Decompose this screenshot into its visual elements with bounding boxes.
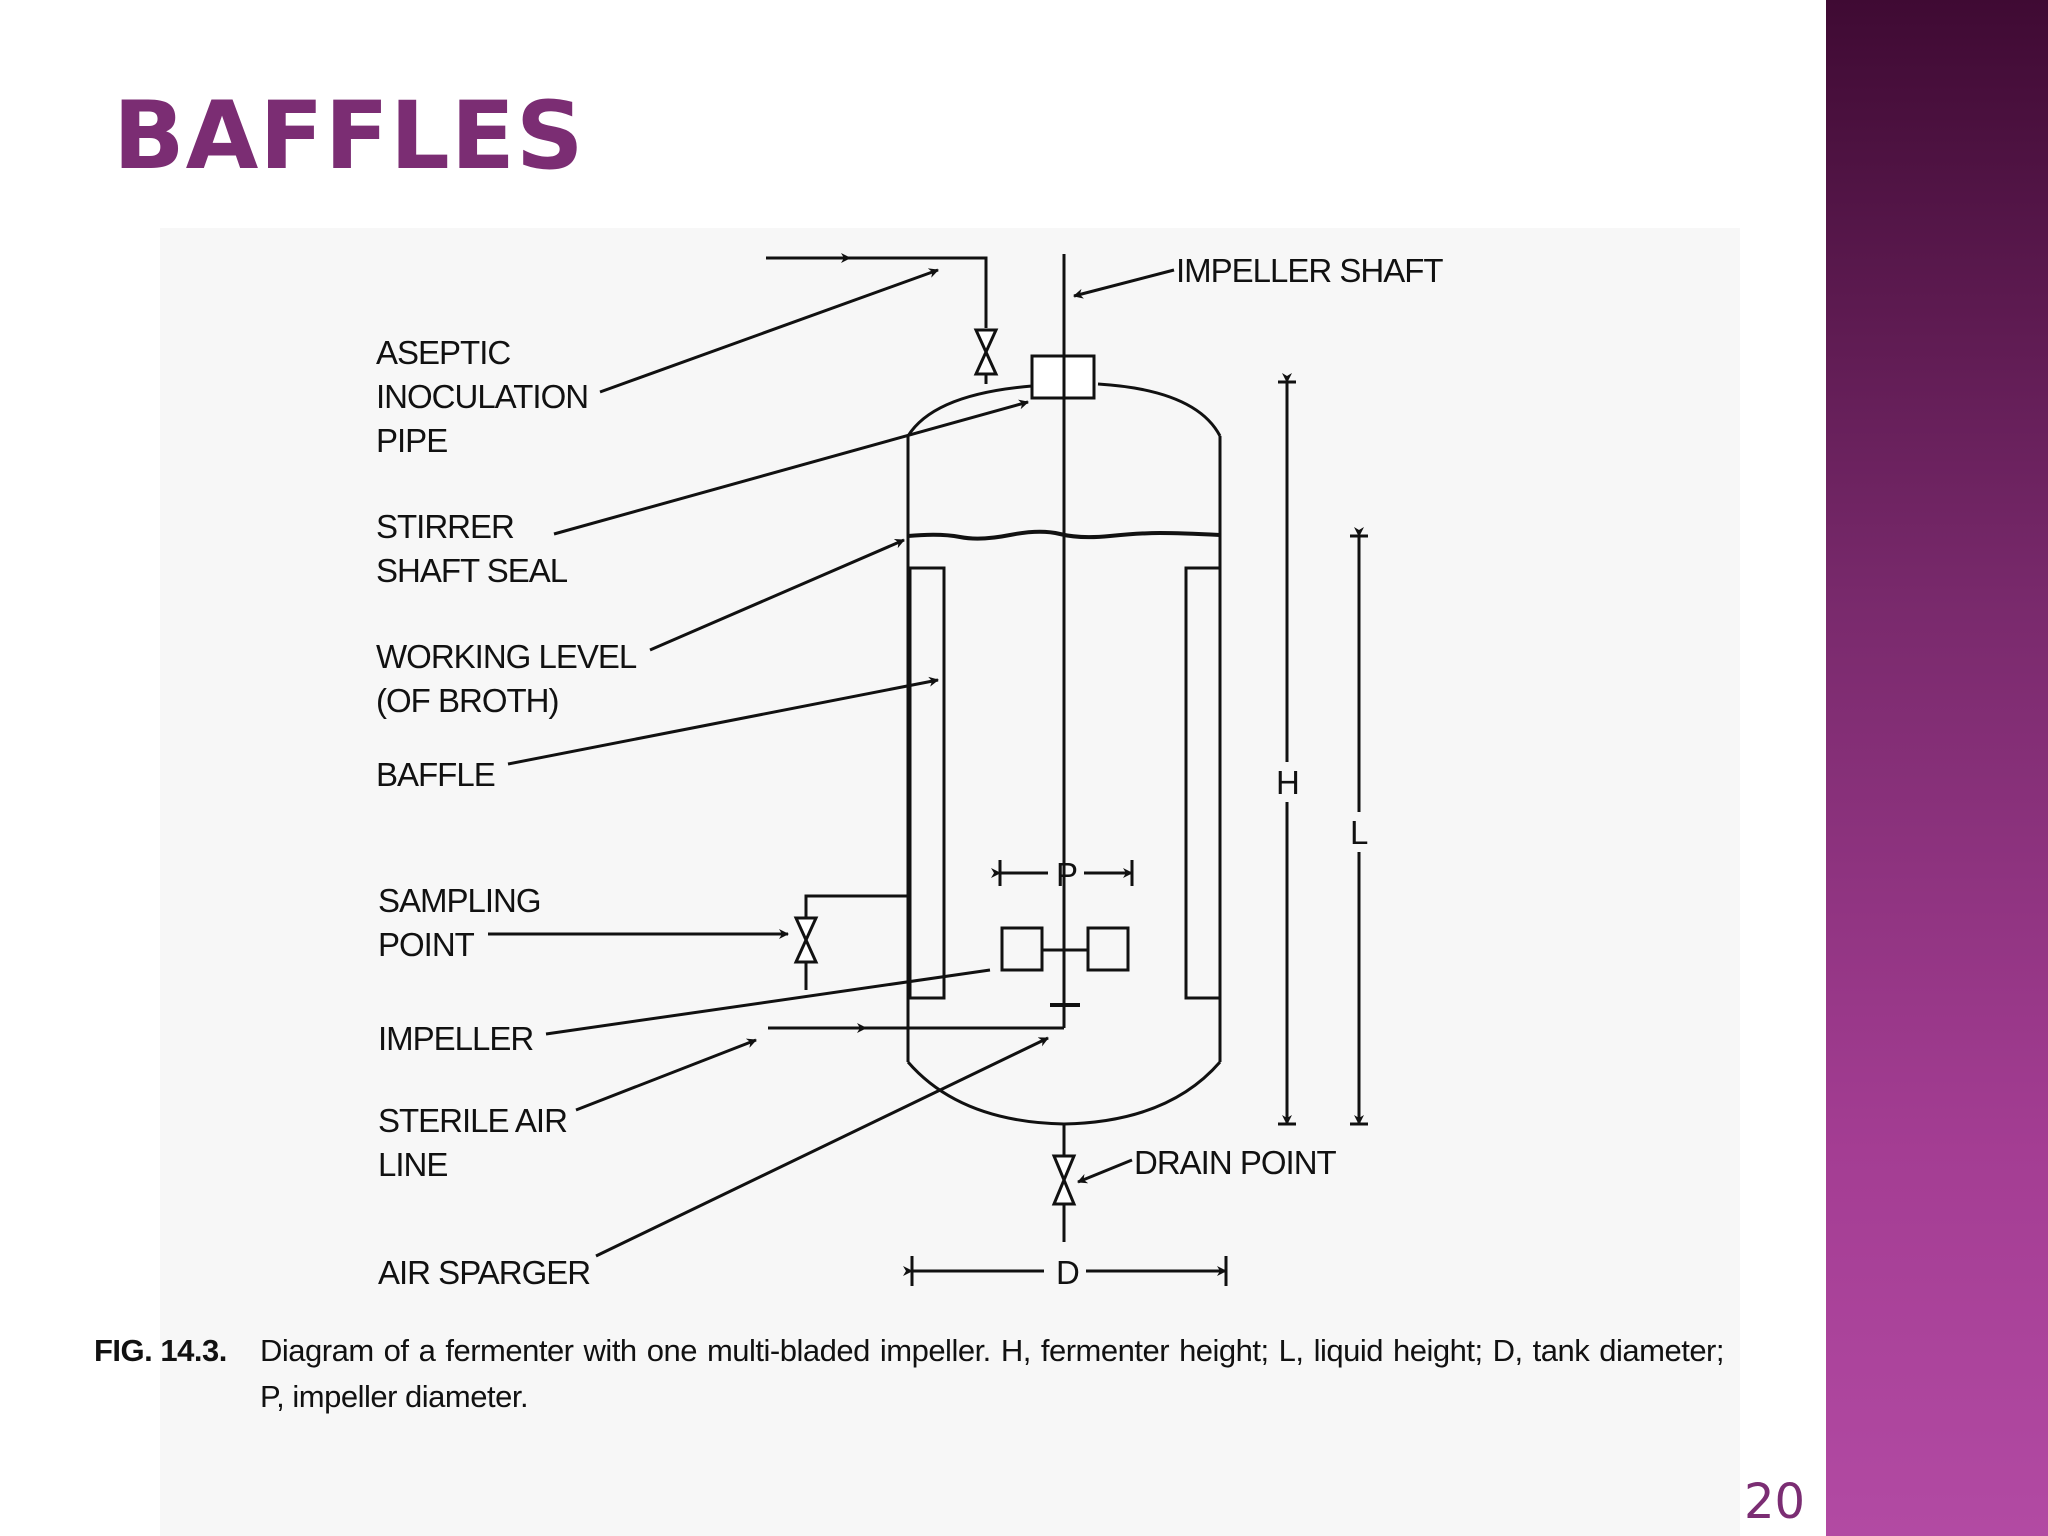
label-working-line2: (OF BROTH) — [376, 682, 558, 719]
air-sparger-leader — [595, 1036, 1049, 1258]
impeller-assembly — [1000, 926, 1130, 972]
label-stirrer-line1: STIRRER — [376, 508, 514, 545]
dimension-d — [903, 1256, 1228, 1286]
figure-number: FIG. 14.3. — [94, 1333, 227, 1368]
dimension-p — [991, 860, 1134, 886]
label-sterile-line2: LINE — [378, 1146, 447, 1183]
stirrer-seal-leader — [553, 399, 1029, 536]
impeller-shaft-leader — [1073, 268, 1175, 299]
label-dim-p: P — [1056, 856, 1077, 893]
page-number: 20 — [1744, 1474, 1806, 1530]
label-impeller-shaft: IMPELLER SHAFT — [1176, 252, 1443, 289]
air-sparger — [768, 1003, 1080, 1033]
label-sampling-line2: POINT — [378, 926, 475, 963]
label-sterile-line1: STERILE AIR — [378, 1102, 567, 1139]
label-dim-h: H — [1276, 764, 1299, 801]
label-baffle: BAFFLE — [376, 756, 495, 793]
baffle-leader — [507, 676, 939, 766]
slide-title: BAFFLES — [113, 82, 585, 191]
figure-caption-text: Diagram of a fermenter with one multi-bl… — [260, 1333, 1725, 1414]
label-aseptic-line3: PIPE — [376, 422, 447, 459]
decorative-sidebar — [1826, 0, 2048, 1536]
label-dim-d: D — [1056, 1254, 1079, 1291]
fermenter-diagram: IMPELLER SHAFT ASEPTIC INOCULATION PIPE … — [376, 252, 1444, 1291]
label-working-line1: WORKING LEVEL — [376, 638, 637, 675]
label-aseptic-line2: INOCULATION — [376, 378, 588, 415]
working-level-line — [907, 529, 1221, 541]
impeller-leader — [545, 968, 991, 1036]
left-baffle — [908, 566, 946, 1000]
inoculation-pipe — [766, 253, 999, 384]
label-sampling-line1: SAMPLING — [378, 882, 541, 919]
drain-point — [1051, 1124, 1077, 1242]
figure-caption: FIG. 14.3. Diagram of a fermenter with o… — [94, 1328, 1725, 1420]
sampling-point — [793, 894, 908, 990]
label-drain-point: DRAIN POINT — [1134, 1144, 1337, 1181]
label-aseptic-line1: ASEPTIC — [376, 334, 510, 371]
label-air-sparger: AIR SPARGER — [378, 1254, 590, 1291]
label-impeller: IMPELLER — [378, 1020, 533, 1057]
label-dim-l: L — [1350, 814, 1368, 851]
aseptic-leader — [599, 268, 939, 394]
sterile-air-leader — [575, 1038, 757, 1112]
working-level-leader — [649, 538, 905, 652]
dimension-h — [1278, 373, 1296, 1126]
right-baffle — [1184, 566, 1222, 1000]
label-stirrer-line2: SHAFT SEAL — [376, 552, 568, 589]
figure-background — [160, 228, 1740, 1536]
drain-point-leader — [1077, 1158, 1133, 1184]
